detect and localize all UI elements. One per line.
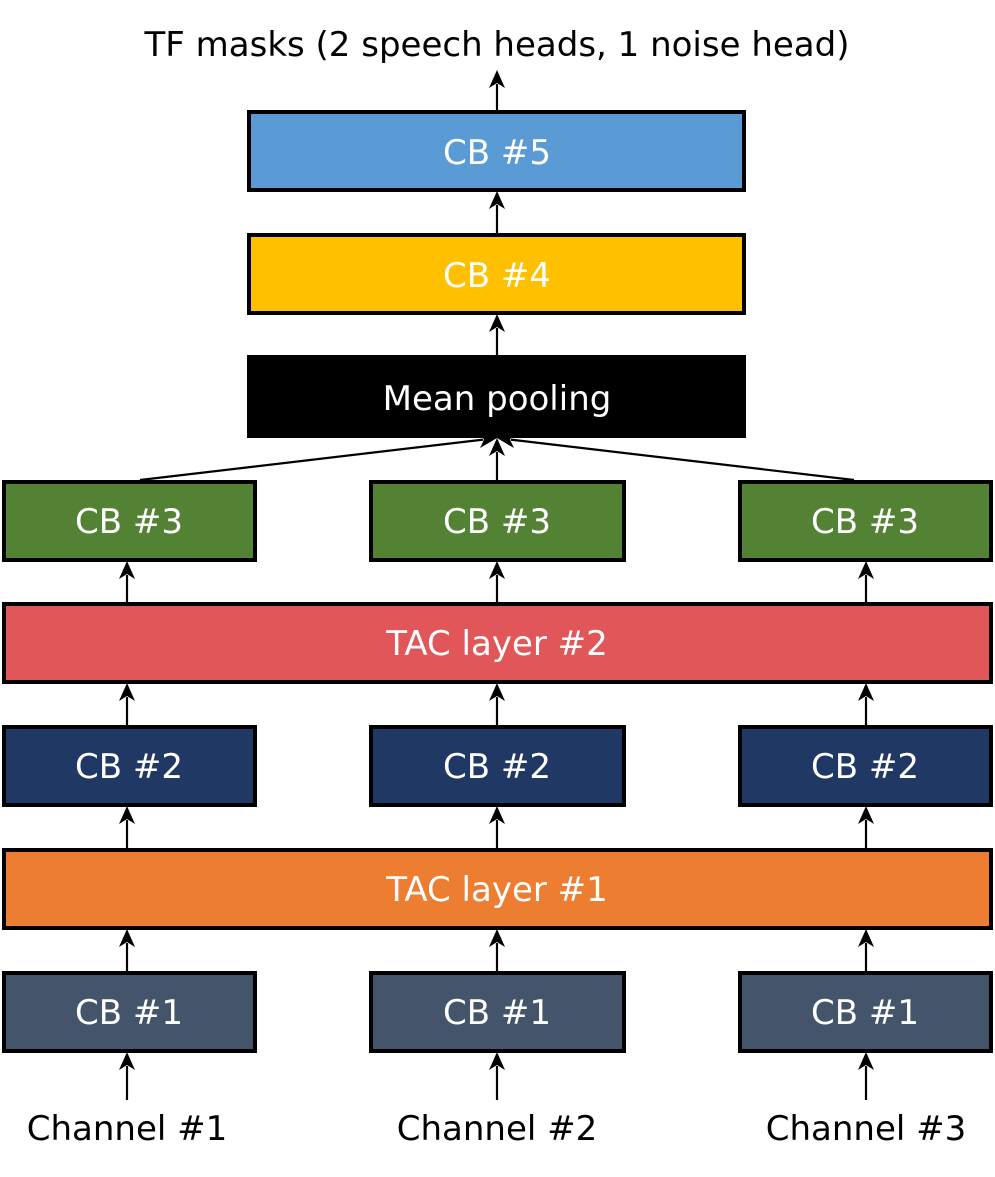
arrow-11 — [489, 683, 505, 726]
arrow-3 — [858, 1052, 874, 1100]
tac-layer-1-label: TAC layer #1 — [385, 870, 608, 910]
arrow-19 — [489, 314, 505, 356]
mean-pooling-block: Mean pooling — [247, 355, 746, 438]
cb2-label-1: CB #2 — [75, 747, 183, 787]
arrow-8 — [489, 806, 505, 849]
arrow-9 — [858, 806, 874, 849]
cb3-block-1: CB #3 — [2, 480, 257, 562]
arrow-4 — [119, 929, 135, 972]
arrow-10 — [119, 683, 135, 726]
cb3-label-2: CB #3 — [443, 502, 551, 542]
cb2-block-1: CB #2 — [2, 725, 257, 807]
arrow-12 — [858, 683, 874, 726]
input-label-channel-3: Channel #3 — [766, 1109, 967, 1149]
cb2-label-3: CB #2 — [811, 747, 919, 787]
arrow-2 — [489, 1052, 505, 1100]
cb2-block-3: CB #2 — [738, 725, 993, 807]
arrow-1 — [119, 1052, 135, 1100]
arrow-17 — [489, 438, 505, 480]
arrow-6 — [858, 929, 874, 972]
mean-pooling-label: Mean pooling — [383, 379, 612, 419]
arrow-13 — [119, 561, 135, 603]
cb1-label-1: CB #1 — [75, 993, 183, 1033]
cb3-label-1: CB #3 — [75, 502, 183, 542]
tac-layer-2-label: TAC layer #2 — [385, 624, 608, 664]
cb3-block-3: CB #3 — [738, 480, 993, 562]
cb5-block: CB #5 — [247, 110, 746, 192]
cb2-label-2: CB #2 — [443, 747, 551, 787]
cb2-block-2: CB #2 — [369, 725, 626, 807]
arrow-21 — [489, 70, 505, 111]
arrow-18 — [497, 432, 855, 482]
output-label: TF masks (2 speech heads, 1 noise head) — [144, 25, 850, 65]
arrow-15 — [858, 561, 874, 603]
input-label-channel-2: Channel #2 — [397, 1109, 598, 1149]
arrow-14 — [489, 561, 505, 603]
cb1-block-1: CB #1 — [2, 971, 257, 1053]
arrow-5 — [489, 929, 505, 972]
cb1-block-2: CB #1 — [369, 971, 626, 1053]
connector-arrows — [119, 70, 874, 1100]
arrow-7 — [119, 806, 135, 849]
tac-layer-1-block: TAC layer #1 — [2, 848, 993, 930]
cb3-label-3: CB #3 — [811, 502, 919, 542]
tac-layer-2-block: TAC layer #2 — [2, 602, 993, 684]
cb1-label-2: CB #1 — [443, 993, 551, 1033]
cb1-block-3: CB #1 — [738, 971, 993, 1053]
cb4-block: CB #4 — [247, 233, 746, 315]
cb3-block-2: CB #3 — [369, 480, 626, 562]
cb5-label: CB #5 — [443, 133, 551, 173]
cb4-label: CB #4 — [443, 256, 551, 296]
cb1-label-3: CB #1 — [811, 993, 919, 1033]
arrow-16 — [139, 432, 497, 482]
input-label-channel-1: Channel #1 — [27, 1109, 228, 1149]
arrow-20 — [489, 191, 505, 234]
